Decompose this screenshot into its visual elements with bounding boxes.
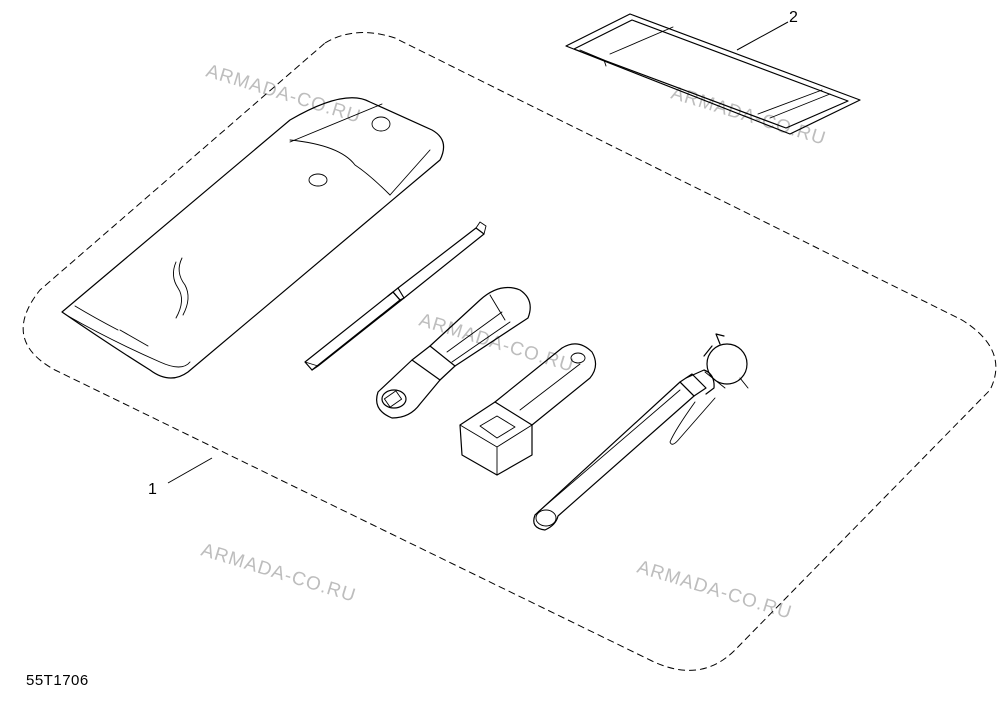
tommy-bar-icon	[533, 333, 749, 531]
watermarks: ARMADA-CO.RU ARMADA-CO.RU ARMADA-CO.RU A…	[199, 61, 829, 624]
callout-leader-1	[167, 457, 213, 484]
kit-boundary-outline	[22, 32, 997, 671]
screwdriver-icon	[304, 221, 487, 371]
watermark: ARMADA-CO.RU	[199, 540, 359, 607]
socket-wrench-icon	[376, 287, 531, 419]
tool-pouch-icon	[61, 97, 445, 379]
watermark: ARMADA-CO.RU	[417, 310, 577, 377]
spark-plug-wrench-icon	[459, 343, 597, 476]
callout-leader-2	[736, 21, 789, 51]
watermark: ARMADA-CO.RU	[204, 61, 364, 128]
callout-label-2: 2	[789, 9, 798, 26]
callout-label-1: 1	[148, 481, 157, 498]
holder-strap-icon	[565, 13, 861, 135]
figure-code: 55T1706	[26, 672, 89, 689]
